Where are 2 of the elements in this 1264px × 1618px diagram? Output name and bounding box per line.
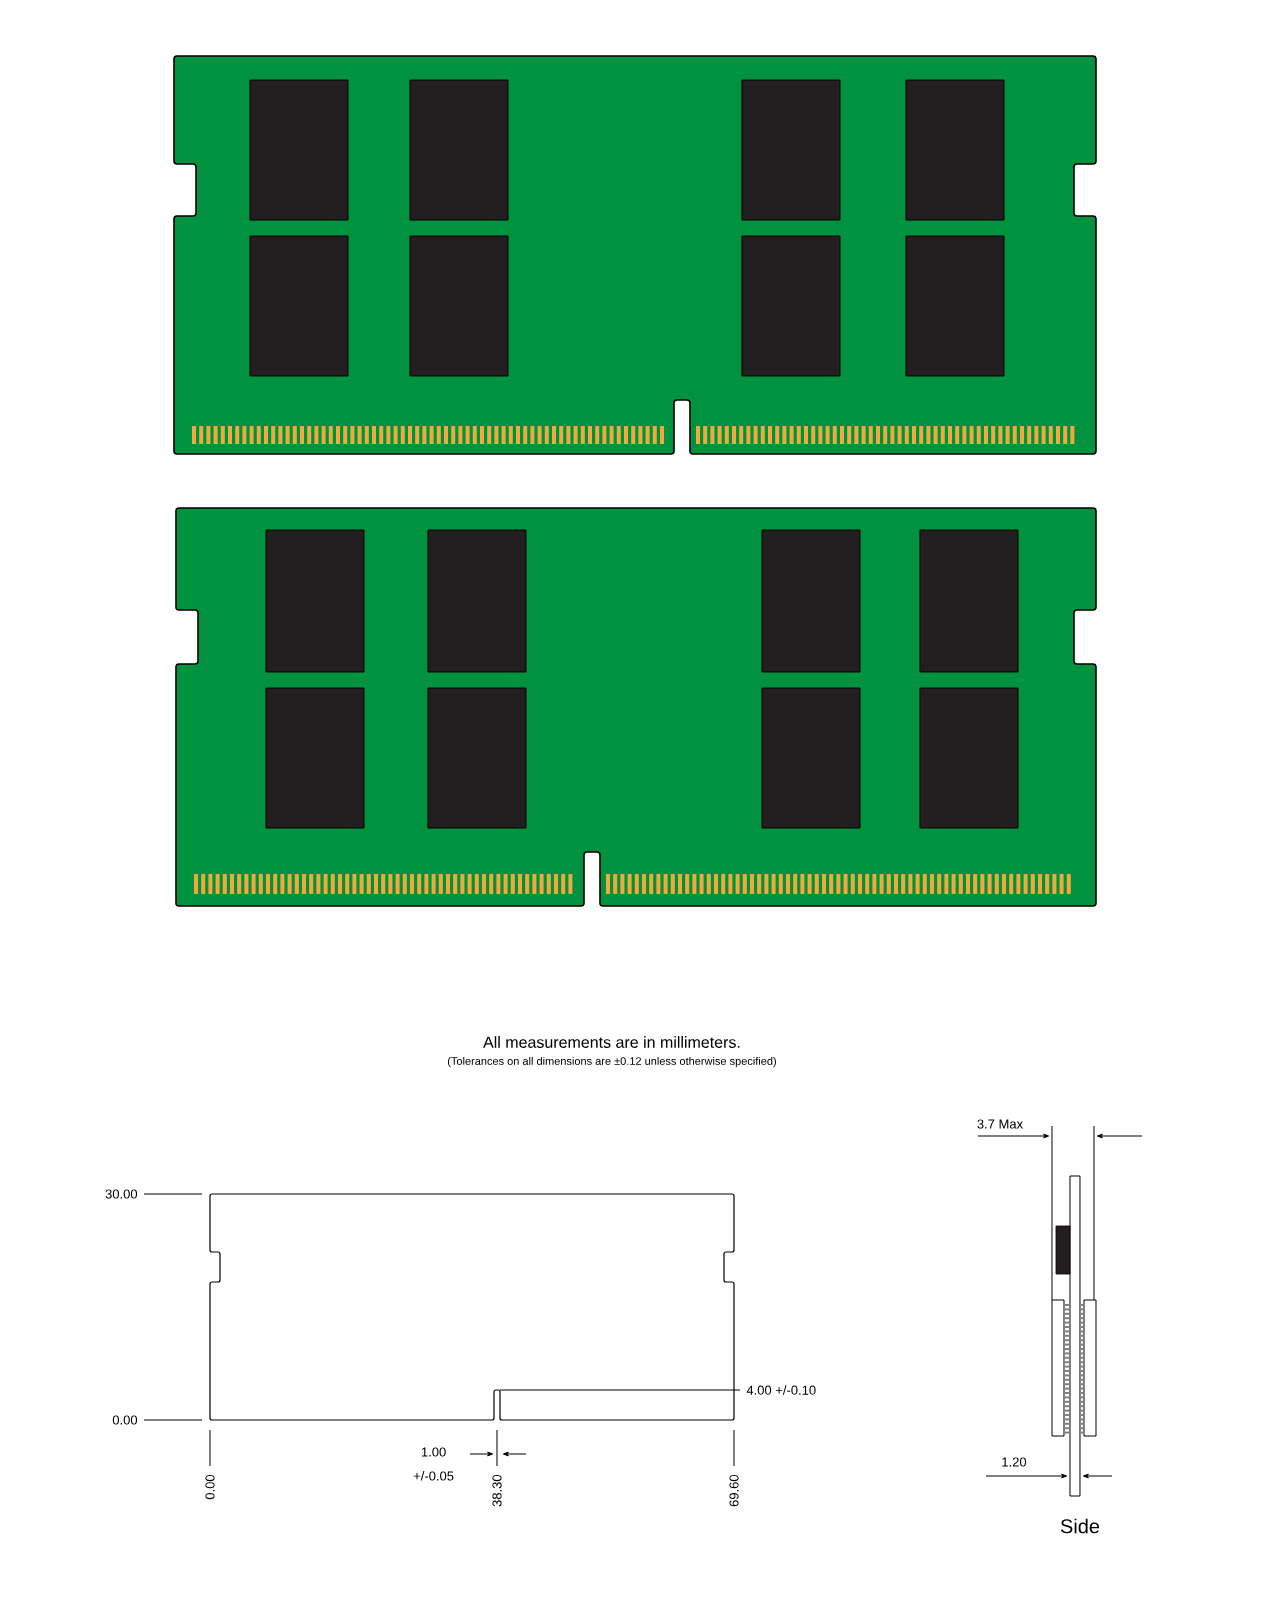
note-text: All measurements are in millimeters. — [483, 1036, 740, 1048]
view-label: Side — [1060, 1518, 1100, 1534]
